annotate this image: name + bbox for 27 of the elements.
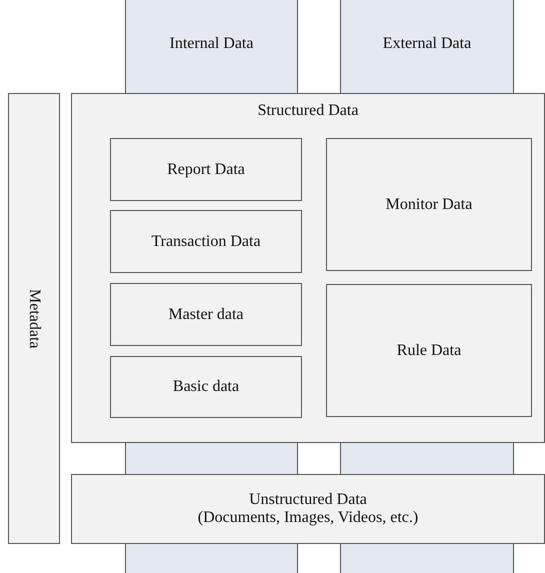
data-column-segment	[340, 543, 514, 573]
unstructured-data-bar	[71, 474, 545, 544]
structured-data-panel	[71, 93, 545, 443]
data-box	[326, 284, 532, 417]
metadata-bar	[8, 93, 60, 544]
box-label: Monitor Data	[386, 196, 472, 214]
data-column-segment	[125, 442, 298, 475]
box-label: Master data	[168, 306, 244, 324]
box-label: Basic data	[172, 378, 240, 396]
box-label: Report Data	[167, 160, 245, 178]
box-label: Transaction Data	[151, 232, 261, 250]
data-column-top	[125, 0, 298, 94]
box-label: Rule Data	[396, 342, 462, 360]
box-label: Unstructured Data	[249, 491, 367, 509]
data-column-segment	[340, 442, 514, 475]
data-column-segment	[125, 543, 298, 573]
box-label: External Data	[382, 35, 472, 53]
box-subtitle: (Documents, Images, Videos, etc.)	[198, 509, 418, 527]
box-label: Structured Data	[258, 102, 358, 120]
box-label: Metadata	[25, 288, 43, 348]
data-box	[110, 138, 302, 201]
data-box	[326, 138, 532, 271]
data-box	[110, 356, 302, 418]
data-column-top	[340, 0, 514, 94]
data-box	[110, 283, 302, 346]
box-label: Internal Data	[170, 35, 254, 53]
data-box	[110, 210, 302, 273]
